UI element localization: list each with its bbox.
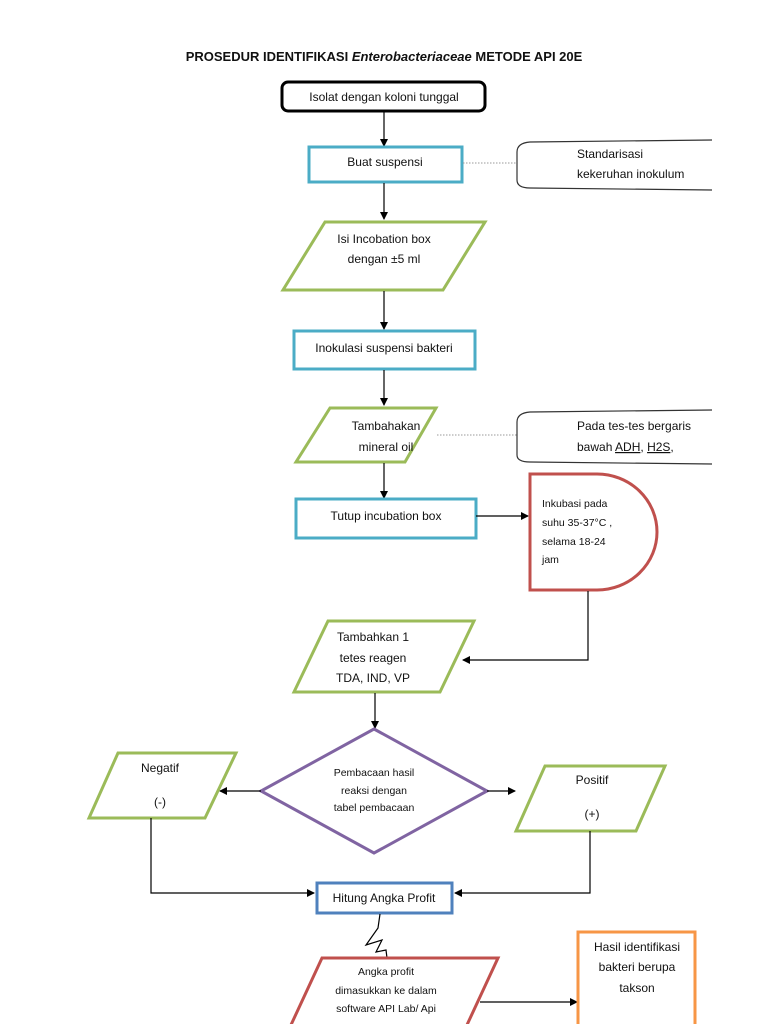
svg-text:jam: jam xyxy=(541,554,559,566)
svg-text:bawah ADH, H2S,: bawah ADH, H2S, xyxy=(577,440,674,454)
tutup-incubation-node: Tutup incubation box xyxy=(294,497,478,540)
svg-text:Positif: Positif xyxy=(576,773,609,787)
start-node: Isolat dengan koloni tunggal xyxy=(280,80,487,113)
svg-text:Tambahkan 1: Tambahkan 1 xyxy=(337,630,409,644)
svg-text:selama 18-24: selama 18-24 xyxy=(542,536,606,548)
svg-text:software API Lab/ Api: software API Lab/ Api xyxy=(336,1003,436,1015)
svg-text:suhu 35-37°C ,: suhu 35-37°C , xyxy=(542,517,612,529)
arrow xyxy=(462,591,589,664)
hasil-identifikasi-node: Hasil identifikasi bakteri berupa takson xyxy=(576,930,697,1024)
svg-text:Inokulasi suspensi bakteri: Inokulasi suspensi bakteri xyxy=(315,341,452,355)
svg-text:mineral oil: mineral oil xyxy=(359,440,414,454)
arrow xyxy=(150,818,315,897)
svg-text:TDA, IND, VP: TDA, IND, VP xyxy=(336,671,410,685)
svg-text:reaksi dengan: reaksi dengan xyxy=(341,785,407,797)
svg-text:Standarisasi: Standarisasi xyxy=(577,147,643,161)
svg-text:Hitung Angka Profit: Hitung Angka Profit xyxy=(333,891,436,905)
svg-text:kekeruhan inokulum: kekeruhan inokulum xyxy=(577,167,684,181)
zigzag-connector xyxy=(364,913,388,959)
svg-text:Isi Incobation box: Isi Incobation box xyxy=(337,232,430,246)
mineral-oil-node: Tambahakan mineral oil xyxy=(293,406,439,464)
hitung-angka-node: Hitung Angka Profit xyxy=(315,881,454,915)
buat-suspensi-node: Buat suspensi xyxy=(307,145,464,184)
svg-text:(+): (+) xyxy=(585,807,600,821)
svg-text:Tutup incubation box: Tutup incubation box xyxy=(331,509,442,523)
angka-profit-node: Angka profit dimasukkan ke dalam softwar… xyxy=(289,956,501,1024)
svg-text:bakteri berupa: bakteri berupa xyxy=(599,960,676,974)
isi-incubation-node: Isi Incobation box dengan ±5 ml xyxy=(280,220,488,292)
svg-text:dimasukkan ke dalam: dimasukkan ke dalam xyxy=(335,985,437,997)
decision-node: Pembacaan hasil reaksi dengan tabel pemb… xyxy=(257,727,491,855)
inokulasi-node: Inokulasi suspensi bakteri xyxy=(292,329,477,371)
svg-text:Isolat dengan koloni tunggal: Isolat dengan koloni tunggal xyxy=(309,90,458,104)
negatif-node: Negatif (-) xyxy=(86,751,239,820)
positif-node: Positif (+) xyxy=(513,764,668,833)
svg-text:Inkubasi pada: Inkubasi pada xyxy=(542,498,608,510)
svg-text:Angka profit: Angka profit xyxy=(358,966,414,978)
page-title: PROSEDUR IDENTIFIKASI Enterobacteriaceae… xyxy=(186,49,583,64)
svg-text:tabel pembacaan: tabel pembacaan xyxy=(334,802,415,814)
tambahkan-reagen-node: Tambahkan 1 tetes reagen TDA, IND, VP xyxy=(291,619,477,694)
note-standarisasi: Standarisasi kekeruhan inokulum xyxy=(516,139,713,191)
svg-text:dengan ±5 ml: dengan ±5 ml xyxy=(348,252,421,266)
svg-text:Negatif: Negatif xyxy=(141,761,180,775)
svg-text:takson: takson xyxy=(619,981,654,995)
svg-text:Pembacaan hasil: Pembacaan hasil xyxy=(334,767,415,779)
arrow xyxy=(454,831,591,897)
svg-text:Buat suspensi: Buat suspensi xyxy=(347,155,422,169)
svg-text:tetes reagen: tetes reagen xyxy=(340,651,407,665)
svg-text:Tambahakan: Tambahakan xyxy=(352,419,421,433)
note-garis-bawah: Pada tes-tes bergaris bawah ADH, H2S, xyxy=(516,409,713,465)
inkubasi-delay-node: Inkubasi pada suhu 35-37°C , selama 18-2… xyxy=(528,472,659,592)
svg-text:Hasil identifikasi: Hasil identifikasi xyxy=(594,940,680,954)
svg-text:Pada tes-tes bergaris: Pada tes-tes bergaris xyxy=(577,419,691,433)
svg-text:(-): (-) xyxy=(154,795,166,809)
